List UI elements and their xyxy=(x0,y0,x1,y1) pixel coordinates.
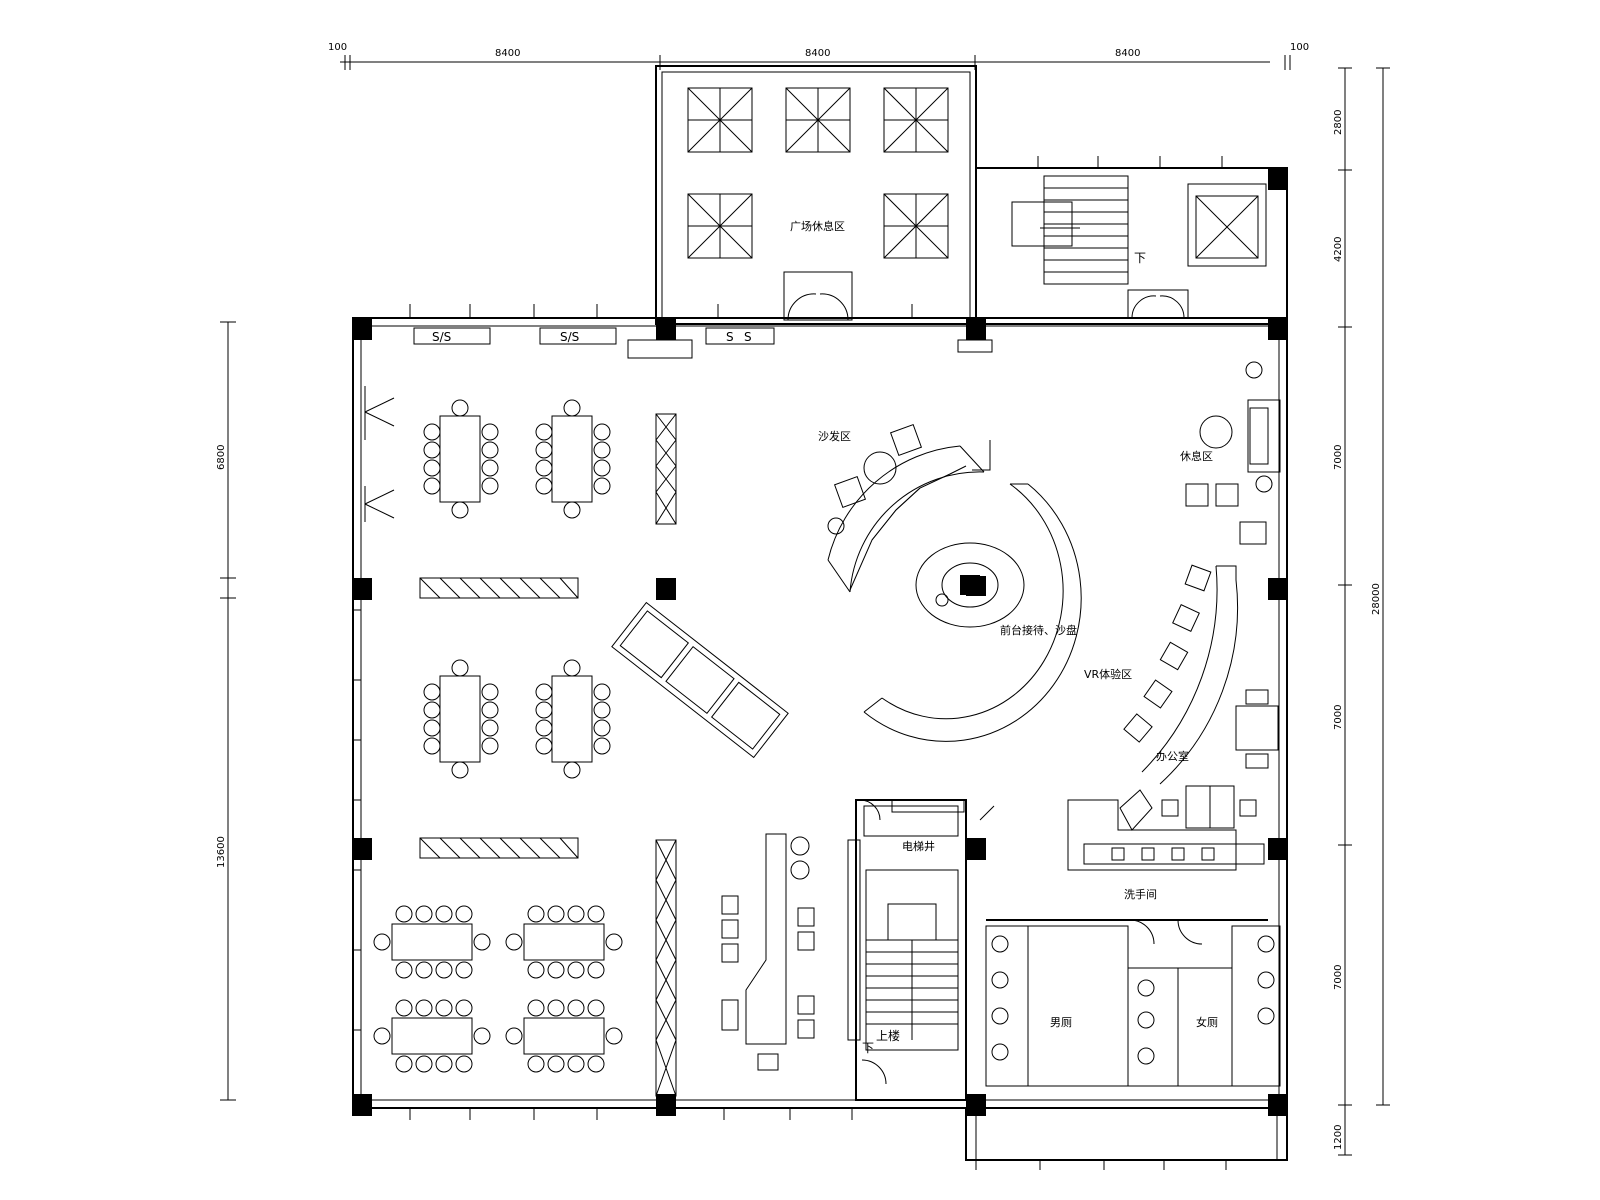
dim-top-5: 100 xyxy=(1290,42,1309,53)
room-label-balcony-rest: 广场休息区 xyxy=(790,219,845,233)
stair-up-label: 上楼 xyxy=(876,1028,900,1043)
sales-center: 前台接待、沙盘 xyxy=(863,483,1082,742)
window-mullions xyxy=(353,156,1227,1170)
dim-total: 28000 xyxy=(1371,583,1382,615)
sofa-area: 沙发区 xyxy=(818,423,923,535)
dim-right-5: 7000 xyxy=(1333,965,1344,990)
lower-stair-core: 电梯井 上楼 下 xyxy=(855,799,967,1101)
room-label-sofa: 沙发区 xyxy=(818,429,851,443)
dim-right-2: 4200 xyxy=(1333,237,1344,262)
exterior-walls xyxy=(352,65,1288,1161)
bar-counter xyxy=(721,833,815,1071)
dim-top-1: 100 xyxy=(328,42,347,53)
dining-area-lower xyxy=(373,905,623,1073)
entrance-doors xyxy=(364,386,395,522)
ss-label-3: S xyxy=(726,330,734,344)
dim-top-3: 8400 xyxy=(805,48,830,59)
stair-down-label-2: 下 xyxy=(862,1041,874,1055)
door-swings xyxy=(859,799,1203,1085)
vr-experience: VR体验区 xyxy=(1084,564,1239,785)
structural-columns xyxy=(352,168,1288,1116)
room-label-mens-wc: 男厕 xyxy=(1050,1016,1072,1029)
room-label-womens-wc: 女厕 xyxy=(1196,1015,1218,1029)
room-label-vr: VR体验区 xyxy=(1084,667,1132,681)
top-dimension-line: 100 8400 8400 8400 100 xyxy=(328,42,1309,70)
right-dimension-line: 2800 4200 7000 7000 7000 1200 28000 xyxy=(1333,67,1390,1156)
dining-area-upper xyxy=(423,399,611,779)
left-dimension-line: 6800 13600 xyxy=(216,321,236,1101)
room-label-lounge: 休息区 xyxy=(1180,449,1213,463)
stair-down-label: 下 xyxy=(1134,251,1146,265)
office: 办公室 xyxy=(1119,689,1279,831)
wall-counters-top: S/S S/S S S xyxy=(413,327,993,359)
room-label-office: 办公室 xyxy=(1156,749,1189,763)
dim-right-1: 2800 xyxy=(1333,110,1344,135)
handwash-area: 洗手间 xyxy=(986,799,1268,921)
lounge-area: 休息区 xyxy=(1180,361,1281,545)
balcony-rest-area: 广场休息区 xyxy=(687,87,949,321)
stair-tower: 下 xyxy=(1011,175,1267,319)
ss-label-2: S/S xyxy=(560,330,579,344)
diagonal-display xyxy=(611,601,789,759)
dim-top-2: 8400 xyxy=(495,48,520,59)
ss-label-1: S/S xyxy=(432,330,451,344)
reception-bench xyxy=(827,440,991,593)
room-label-electrical: 电梯井 xyxy=(902,839,935,853)
restrooms: 男厕 女厕 xyxy=(985,925,1281,1087)
dim-right-4: 7000 xyxy=(1333,705,1344,730)
dim-right-3: 7000 xyxy=(1333,445,1344,470)
dim-left-1: 6800 xyxy=(216,445,227,470)
dim-top-4: 8400 xyxy=(1115,48,1140,59)
dim-right-6: 1200 xyxy=(1333,1125,1344,1150)
room-label-handwash: 洗手间 xyxy=(1124,887,1157,901)
ss-label-4: S xyxy=(744,330,752,344)
room-label-sales-center: 前台接待、沙盘 xyxy=(1000,623,1077,637)
display-shelves xyxy=(419,413,965,1097)
dim-left-2: 13600 xyxy=(216,836,227,868)
